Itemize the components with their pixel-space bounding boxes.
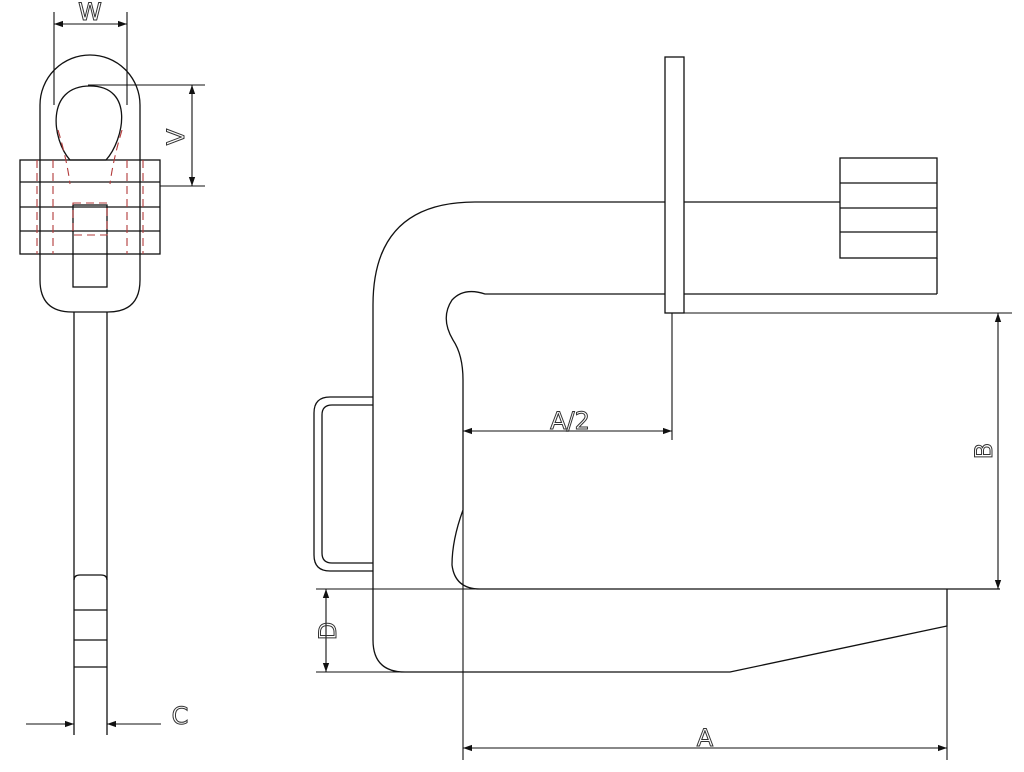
shank-end [73,574,108,581]
v-label: V [162,128,190,145]
hidden-slot [72,202,108,236]
front-view [313,56,1000,673]
slot [72,204,108,288]
front-view-dimensions [316,312,1012,760]
hidden-line [109,129,123,185]
side-handle-outer [313,396,373,572]
a-half-label: A/2 [550,407,590,435]
eye-inner-outline [55,85,123,161]
eye-outer-outline [39,54,141,313]
hidden-line [57,129,71,185]
vertical-plate [664,56,685,314]
side-handle-inner [321,404,373,564]
hidden-lines [36,129,144,254]
a-label: A [697,724,714,752]
side-view-dimensions [26,12,205,728]
clamp-body-outer [372,201,948,673]
b-label: B [970,443,998,459]
side-view [19,54,161,735]
w-label: W [78,0,102,26]
c-label: C [172,702,189,730]
d-label: D [314,622,342,640]
clamp-body-inner [445,290,1000,590]
